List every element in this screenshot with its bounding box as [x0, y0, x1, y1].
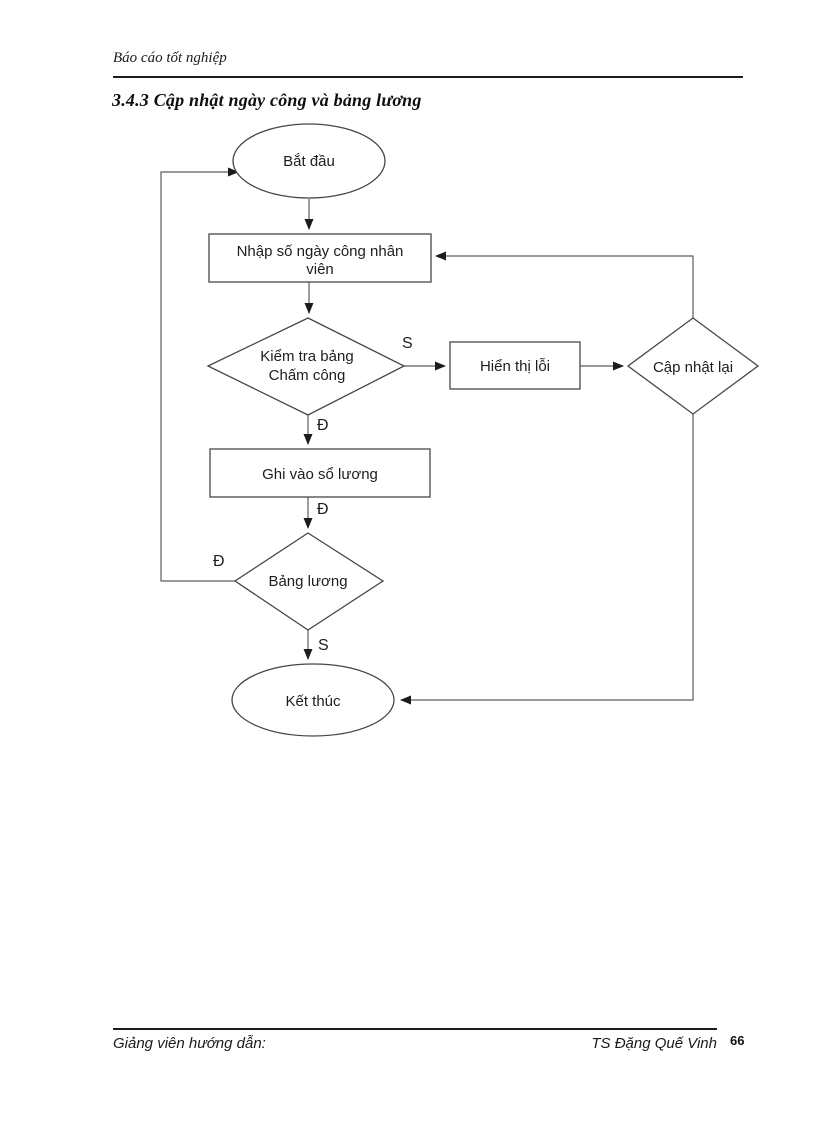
flow-node-show-error: Hiển thị lỗi — [449, 341, 581, 390]
footer-left-text: Giảng viên hướng dẫn: — [113, 1035, 266, 1052]
edge-label-d-check: Đ — [317, 417, 329, 434]
edge-label-d-write: Đ — [317, 501, 329, 518]
update-again-label: Cập nhật lại — [653, 359, 733, 376]
flow-node-check-timesheet: Kiểm tra bảng Chấm công — [206, 317, 406, 416]
section-title: 3.4.3 Cập nhật ngày công và bảng lương — [112, 90, 422, 110]
check-timesheet-diamond — [206, 317, 406, 416]
edge-label-s-check: S — [402, 335, 413, 352]
flow-node-update-again: Cập nhật lại — [626, 317, 760, 415]
payroll-diamond — [233, 532, 385, 631]
edge-payroll-to-start — [160, 167, 239, 582]
update-again-diamond — [626, 317, 760, 415]
flow-node-input-days: Nhập số ngày công nhân viên — [208, 233, 432, 283]
flow-node-end: Kết thúc — [231, 663, 395, 737]
flow-node-start: Bắt đầu — [232, 123, 386, 199]
show-error-rect — [449, 341, 581, 390]
payroll-label: Bảng lương — [268, 573, 347, 590]
flow-node-write-ledger: Ghi vào sổ lương — [209, 448, 431, 498]
write-ledger-label: Ghi vào sổ lương — [262, 466, 378, 483]
start-ellipse — [232, 123, 386, 199]
end-ellipse — [231, 663, 395, 737]
edge-label-s-payroll: S — [318, 637, 329, 654]
check-timesheet-label-line2: Chấm công — [269, 367, 346, 384]
input-days-rect — [208, 233, 432, 283]
flow-node-payroll: Bảng lương — [233, 532, 385, 631]
page-header: Báo cáo tốt nghiệp — [113, 50, 743, 78]
input-days-label-line1: Nhập số ngày công nhân — [237, 243, 404, 260]
check-timesheet-label-line1: Kiểm tra bảng — [260, 348, 353, 365]
running-header-title: Báo cáo tốt nghiệp — [113, 50, 227, 66]
input-days-label-line2: viên — [306, 261, 334, 278]
edge-label-d-payroll: Đ — [213, 553, 225, 570]
edge-update-to-input — [435, 251, 694, 318]
show-error-label: Hiển thị lỗi — [480, 358, 550, 375]
page-footer: Giảng viên hướng dẫn: TS Đặng Quế Vinh — [113, 1028, 717, 1052]
edge-update-to-end — [400, 414, 694, 705]
footer-right-text: TS Đặng Quế Vinh — [591, 1035, 717, 1052]
start-label: Bắt đầu — [283, 153, 335, 170]
end-label: Kết thúc — [285, 693, 341, 710]
write-ledger-rect — [209, 448, 431, 498]
page-number: 66 — [730, 1033, 745, 1048]
